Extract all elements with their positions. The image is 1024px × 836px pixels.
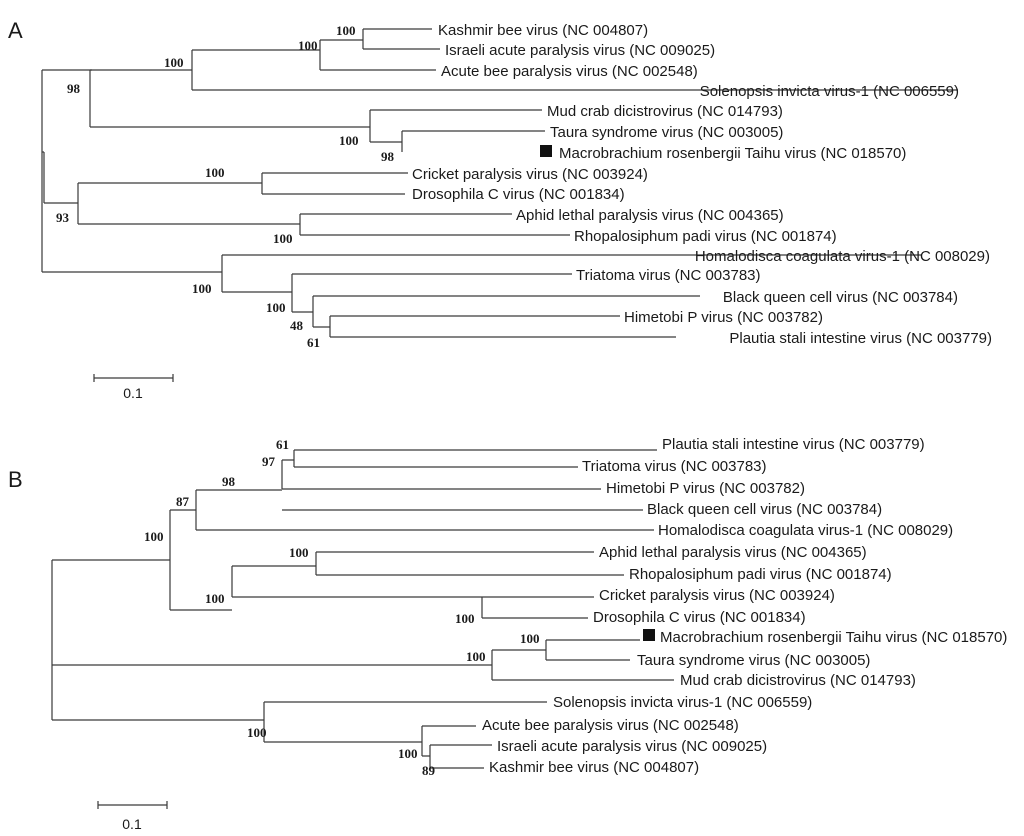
panel-a: A Kashmir bee virus (NC 0 bbox=[8, 18, 992, 401]
tree-a-branches bbox=[41, 28, 958, 338]
tip-black-queen-cell-virus: Black queen cell virus (NC 003784) bbox=[647, 501, 882, 518]
marker-square-icon bbox=[540, 145, 552, 157]
bootstrap-value: 100 bbox=[398, 746, 418, 761]
tip-acute-bee-paralysis-virus: Acute bee paralysis virus (NC 002548) bbox=[482, 717, 739, 734]
tip-taura-syndrome-virus: Taura syndrome virus (NC 003005) bbox=[637, 652, 870, 669]
tip-black-queen-cell-virus: Black queen cell virus (NC 003784) bbox=[723, 289, 958, 306]
bootstrap-value: 100 bbox=[192, 281, 212, 296]
tip-homalodisca-coagulata-virus: Homalodisca coagulata virus-1 (NC 008029… bbox=[695, 248, 990, 265]
tip-kashmir-bee-virus: Kashmir bee virus (NC 004807) bbox=[489, 759, 699, 776]
tip-taura-syndrome-virus: Taura syndrome virus (NC 003005) bbox=[550, 124, 783, 141]
bootstrap-value: 61 bbox=[307, 335, 320, 350]
tip-rhopalosiphum-padi-virus: Rhopalosiphum padi virus (NC 001874) bbox=[629, 566, 892, 583]
tip-solenopsis-invicta-virus: Solenopsis invicta virus-1 (NC 006559) bbox=[700, 83, 959, 100]
bootstrap-value: 89 bbox=[422, 763, 436, 778]
scale-bar-a: 0.1 bbox=[93, 374, 174, 401]
bootstrap-value: 97 bbox=[262, 454, 276, 469]
tip-macrobrachium-taihu-virus: Macrobrachium rosenbergii Taihu virus (N… bbox=[660, 629, 1007, 646]
tree-a-tips: Kashmir bee virus (NC 004807) Israeli ac… bbox=[412, 22, 992, 347]
bootstrap-value: 100 bbox=[455, 611, 475, 626]
bootstrap-value: 100 bbox=[205, 165, 225, 180]
bootstrap-value: 100 bbox=[520, 631, 540, 646]
bootstrap-value: 100 bbox=[164, 55, 184, 70]
tip-cricket-paralysis-virus: Cricket paralysis virus (NC 003924) bbox=[412, 166, 648, 183]
bootstrap-value: 100 bbox=[298, 38, 318, 53]
bootstrap-value: 100 bbox=[289, 545, 309, 560]
tip-himetobi-p-virus: Himetobi P virus (NC 003782) bbox=[624, 309, 823, 326]
tip-plautia-stali-intestine-virus: Plautia stali intestine virus (NC 003779… bbox=[729, 330, 992, 347]
tip-israeli-acute-paralysis-virus: Israeli acute paralysis virus (NC 009025… bbox=[497, 738, 767, 755]
tip-homalodisca-coagulata-virus: Homalodisca coagulata virus-1 (NC 008029… bbox=[658, 522, 953, 539]
scale-bar-label: 0.1 bbox=[123, 385, 143, 401]
tip-mud-crab-dicistrovirus: Mud crab dicistrovirus (NC 014793) bbox=[680, 672, 916, 689]
tip-drosophila-c-virus: Drosophila C virus (NC 001834) bbox=[412, 186, 625, 203]
bootstrap-value: 100 bbox=[466, 649, 486, 664]
bootstrap-value: 100 bbox=[273, 231, 293, 246]
tip-aphid-lethal-paralysis-virus: Aphid lethal paralysis virus (NC 004365) bbox=[599, 544, 867, 561]
panel-b: B Plautia stali intestine virus bbox=[8, 436, 1007, 832]
bootstrap-value: 100 bbox=[336, 23, 356, 38]
tip-cricket-paralysis-virus: Cricket paralysis virus (NC 003924) bbox=[599, 587, 835, 604]
tip-drosophila-c-virus: Drosophila C virus (NC 001834) bbox=[593, 609, 806, 626]
tip-rhopalosiphum-padi-virus: Rhopalosiphum padi virus (NC 001874) bbox=[574, 228, 837, 245]
tip-triatoma-virus: Triatoma virus (NC 003783) bbox=[576, 267, 761, 284]
bootstrap-value: 100 bbox=[205, 591, 225, 606]
panel-label-a: A bbox=[8, 18, 23, 43]
bootstrap-value: 87 bbox=[176, 494, 190, 509]
bootstrap-value: 100 bbox=[266, 300, 286, 315]
tip-kashmir-bee-virus: Kashmir bee virus (NC 004807) bbox=[438, 22, 648, 39]
tree-a-bootstrap: 100 100 100 98 100 98 100 93 100 100 100… bbox=[56, 23, 395, 350]
bootstrap-value: 61 bbox=[276, 437, 289, 452]
tip-macrobrachium-taihu-virus: Macrobrachium rosenbergii Taihu virus (N… bbox=[559, 145, 906, 162]
tree-b-branches bbox=[51, 449, 674, 769]
tree-b-bootstrap: 61 97 98 87 100 100 100 100 100 100 100 … bbox=[144, 437, 540, 778]
tip-israeli-acute-paralysis-virus: Israeli acute paralysis virus (NC 009025… bbox=[445, 42, 715, 59]
tip-solenopsis-invicta-virus: Solenopsis invicta virus-1 (NC 006559) bbox=[553, 694, 812, 711]
scale-bar-label: 0.1 bbox=[122, 816, 142, 832]
tip-acute-bee-paralysis-virus: Acute bee paralysis virus (NC 002548) bbox=[441, 63, 698, 80]
tip-himetobi-p-virus: Himetobi P virus (NC 003782) bbox=[606, 480, 805, 497]
bootstrap-value: 100 bbox=[339, 133, 359, 148]
scale-bar-b: 0.1 bbox=[97, 801, 168, 832]
tip-plautia-stali-intestine-virus: Plautia stali intestine virus (NC 003779… bbox=[662, 436, 925, 453]
bootstrap-value: 100 bbox=[144, 529, 164, 544]
tip-mud-crab-dicistrovirus: Mud crab dicistrovirus (NC 014793) bbox=[547, 103, 783, 120]
tree-b-tips: Plautia stali intestine virus (NC 003779… bbox=[482, 436, 1007, 776]
bootstrap-value: 98 bbox=[67, 81, 81, 96]
tip-aphid-lethal-paralysis-virus: Aphid lethal paralysis virus (NC 004365) bbox=[516, 207, 784, 224]
bootstrap-value: 100 bbox=[247, 725, 267, 740]
bootstrap-value: 98 bbox=[381, 149, 395, 164]
panel-label-b: B bbox=[8, 467, 23, 492]
bootstrap-value: 98 bbox=[222, 474, 236, 489]
marker-square-icon bbox=[643, 629, 655, 641]
bootstrap-value: 48 bbox=[290, 318, 304, 333]
tip-triatoma-virus: Triatoma virus (NC 003783) bbox=[582, 458, 767, 475]
bootstrap-value: 93 bbox=[56, 210, 70, 225]
